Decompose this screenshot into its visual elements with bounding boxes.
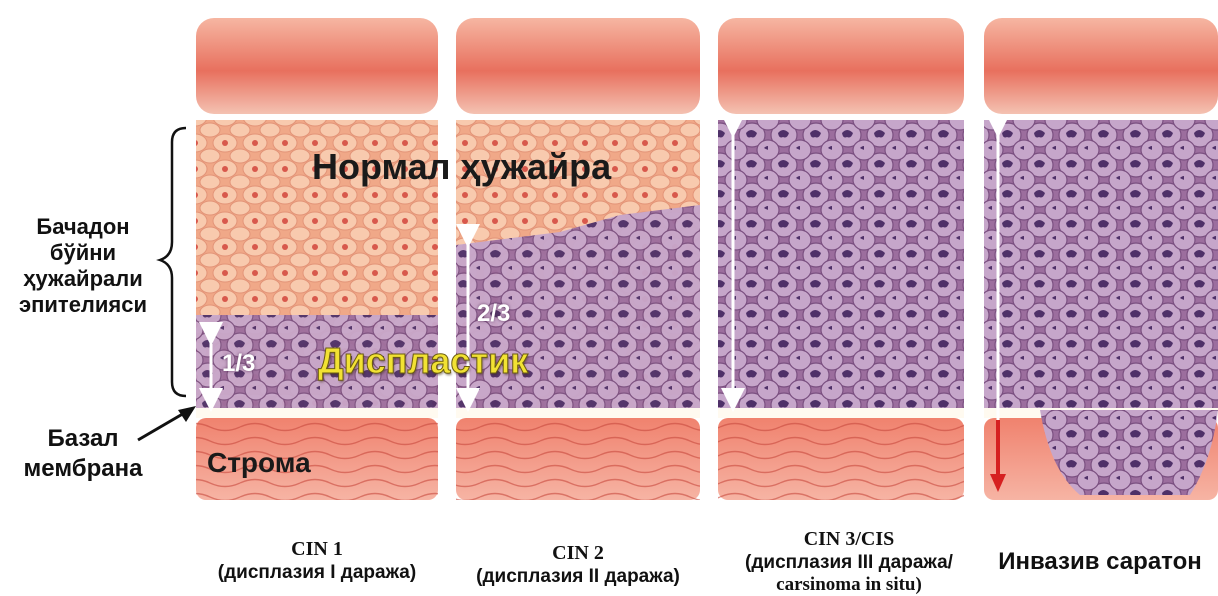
caption-cin2-subtitle: (дисплазия II даража) — [452, 566, 704, 588]
panel-invasive — [984, 18, 1218, 500]
basal-membrane-label-line1: Базал — [8, 424, 158, 454]
caption-cin1-title: CIN 1 — [196, 538, 438, 562]
basal-membrane-label-line2: мембрана — [8, 454, 158, 484]
caption-invasive-title: Инвазив саратон — [982, 548, 1218, 576]
epithelium-label-line3: ҳужайрали — [8, 266, 158, 292]
fraction-2-3-label: 2/3 — [477, 300, 510, 328]
panel-cin3 — [718, 18, 964, 500]
caption-cin1-subtitle: (дисплазия I даража) — [196, 562, 438, 584]
panel-cin2 — [456, 18, 700, 500]
epithelium-label-line2: бўйни — [8, 240, 158, 266]
epithelium-label-line1: Бачадон — [8, 214, 158, 240]
caption-cin2: CIN 2 (дисплазия II даража) — [452, 542, 704, 588]
epithelium-label-line4: эпителияси — [8, 292, 158, 318]
caption-cin3: CIN 3/CIS (дисплазия III даража/ carsino… — [718, 528, 980, 596]
epithelium-label: Бачадон бўйни ҳужайрали эпителияси — [8, 214, 158, 318]
caption-cin3-subtitle2: carsinoma in situ) — [718, 574, 980, 596]
caption-cin3-title: CIN 3/CIS — [718, 528, 980, 552]
stroma-label: Строма — [207, 447, 311, 479]
caption-cin3-subtitle: (дисплазия III даража/ — [718, 552, 980, 574]
panel-cin1 — [196, 18, 438, 500]
dysplastic-label: Диспластик — [318, 340, 528, 382]
basal-membrane-label: Базал мембрана — [8, 424, 158, 484]
epithelium-brace — [160, 128, 186, 396]
normal-cell-label: Нормал ҳужайра — [312, 146, 611, 188]
caption-invasive: Инвазив саратон — [982, 548, 1218, 576]
fraction-1-3-label: 1/3 — [222, 350, 255, 378]
caption-cin1: CIN 1 (дисплазия I даража) — [196, 538, 438, 584]
basal-membrane-arrowhead — [178, 406, 196, 422]
caption-cin2-title: CIN 2 — [452, 542, 704, 566]
dysplasia-region-cin3 — [718, 120, 964, 412]
